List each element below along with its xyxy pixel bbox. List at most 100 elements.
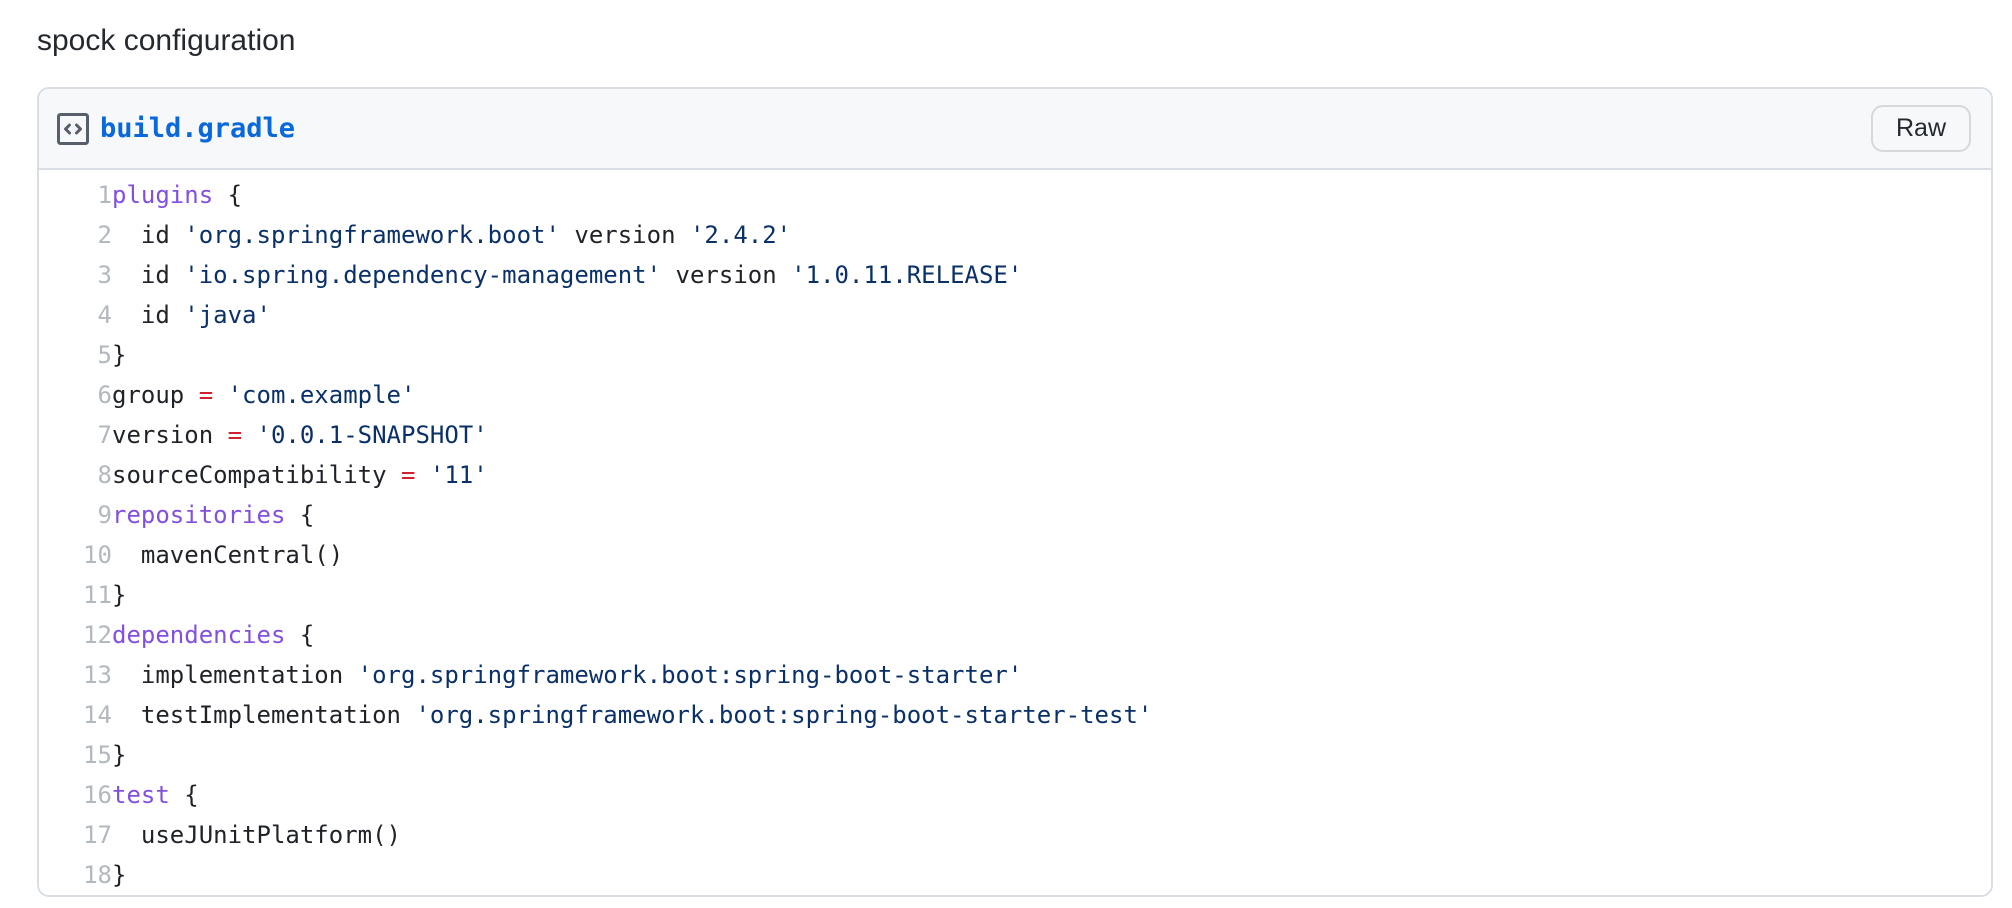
code-line-content: repositories { [112,495,1152,535]
code-token: } [112,581,127,609]
page-title: spock configuration [37,24,296,57]
code-token: version [661,261,792,289]
code-line: 5} [39,335,1152,375]
code-token: test [112,781,170,809]
code-token: id [112,301,185,329]
code-line: 11} [39,575,1152,615]
code-line-content: id 'org.springframework.boot' version '2… [112,215,1152,255]
code-token: = [400,461,416,489]
code-token: = [227,421,243,449]
code-token [213,381,227,409]
code-token: { [285,621,315,649]
code-token: group [112,381,199,409]
code-line-content: version = '0.0.1-SNAPSHOT' [112,415,1152,455]
line-number[interactable]: 6 [97,381,112,409]
line-number[interactable]: 11 [83,581,112,609]
line-number[interactable]: 12 [83,621,112,649]
line-number[interactable]: 8 [97,461,112,489]
line-number[interactable]: 14 [83,701,112,729]
code-token: implementation [112,661,358,689]
code-token: testImplementation [112,701,416,729]
code-square-icon [57,112,89,145]
code-token: dependencies [112,621,286,649]
line-number[interactable]: 3 [97,261,112,289]
code-line: 15} [39,735,1152,775]
file-info: build.gradle [57,112,296,145]
code-token: id [112,261,185,289]
code-token: '1.0.11.RELEASE' [791,261,1023,289]
code-line-content: test { [112,775,1152,815]
code-line-content: } [112,735,1152,775]
file-name-link[interactable]: build.gradle [100,113,296,144]
code-token: 'java' [184,301,271,329]
line-number[interactable]: 5 [97,341,112,369]
code-token: } [112,741,127,769]
code-token: 'io.spring.dependency-management' [184,261,662,289]
code-token: version [112,421,228,449]
code-token: version [559,221,690,249]
code-token [415,461,429,489]
code-token: { [285,501,315,529]
code-token: plugins [112,181,214,209]
code-token [242,421,256,449]
code-line-content: testImplementation 'org.springframework.… [112,695,1152,735]
code-token: 'org.springframework.boot' [184,221,560,249]
code-token: sourceCompatibility [112,461,401,489]
code-line-content: id 'java' [112,295,1152,335]
code-token: { [169,781,199,809]
code-token: 'org.springframework.boot:spring-boot-st… [415,701,1153,729]
code-token: id [112,221,185,249]
code-line-content: } [112,855,1152,895]
code-line: 4 id 'java' [39,295,1152,335]
code-line: 2 id 'org.springframework.boot' version … [39,215,1152,255]
code-token: = [198,381,214,409]
line-number[interactable]: 10 [83,541,112,569]
code-line-content: group = 'com.example' [112,375,1152,415]
line-number[interactable]: 9 [97,501,112,529]
code-line-content: implementation 'org.springframework.boot… [112,655,1152,695]
code-token: } [112,341,127,369]
code-line-content: mavenCentral() [112,535,1152,575]
code-token: '11' [429,461,488,489]
line-number[interactable]: 15 [83,741,112,769]
code-token: 'org.springframework.boot:spring-boot-st… [357,661,1023,689]
gist-header: build.gradle Raw [39,89,1991,170]
raw-button[interactable]: Raw [1870,105,1971,152]
line-number[interactable]: 4 [97,301,112,329]
line-number[interactable]: 1 [97,181,112,209]
code-token: '0.0.1-SNAPSHOT' [256,421,488,449]
code-token: useJUnitPlatform() [112,821,401,849]
code-token: } [112,861,127,889]
code-line: 10 mavenCentral() [39,535,1152,575]
code-line: 3 id 'io.spring.dependency-management' v… [39,255,1152,295]
code-line: 17 useJUnitPlatform() [39,815,1152,855]
line-number[interactable]: 2 [97,221,112,249]
code-line-content: } [112,335,1152,375]
code-line-content: useJUnitPlatform() [112,815,1152,855]
code-line: 14 testImplementation 'org.springframewo… [39,695,1152,735]
code-token: mavenCentral() [112,541,344,569]
line-number[interactable]: 13 [83,661,112,689]
code-line-content: id 'io.spring.dependency-management' ver… [112,255,1152,295]
code-token: repositories [112,501,286,529]
code-line: 18} [39,855,1152,895]
code-line: 13 implementation 'org.springframework.b… [39,655,1152,695]
code-token: '2.4.2' [689,221,792,249]
code-line-content: sourceCompatibility = '11' [112,455,1152,495]
line-number[interactable]: 17 [83,821,112,849]
line-number[interactable]: 16 [83,781,112,809]
code-token: 'com.example' [227,381,416,409]
line-number[interactable]: 18 [83,861,112,889]
line-number[interactable]: 7 [97,421,112,449]
code-line-content: plugins { [112,175,1152,215]
